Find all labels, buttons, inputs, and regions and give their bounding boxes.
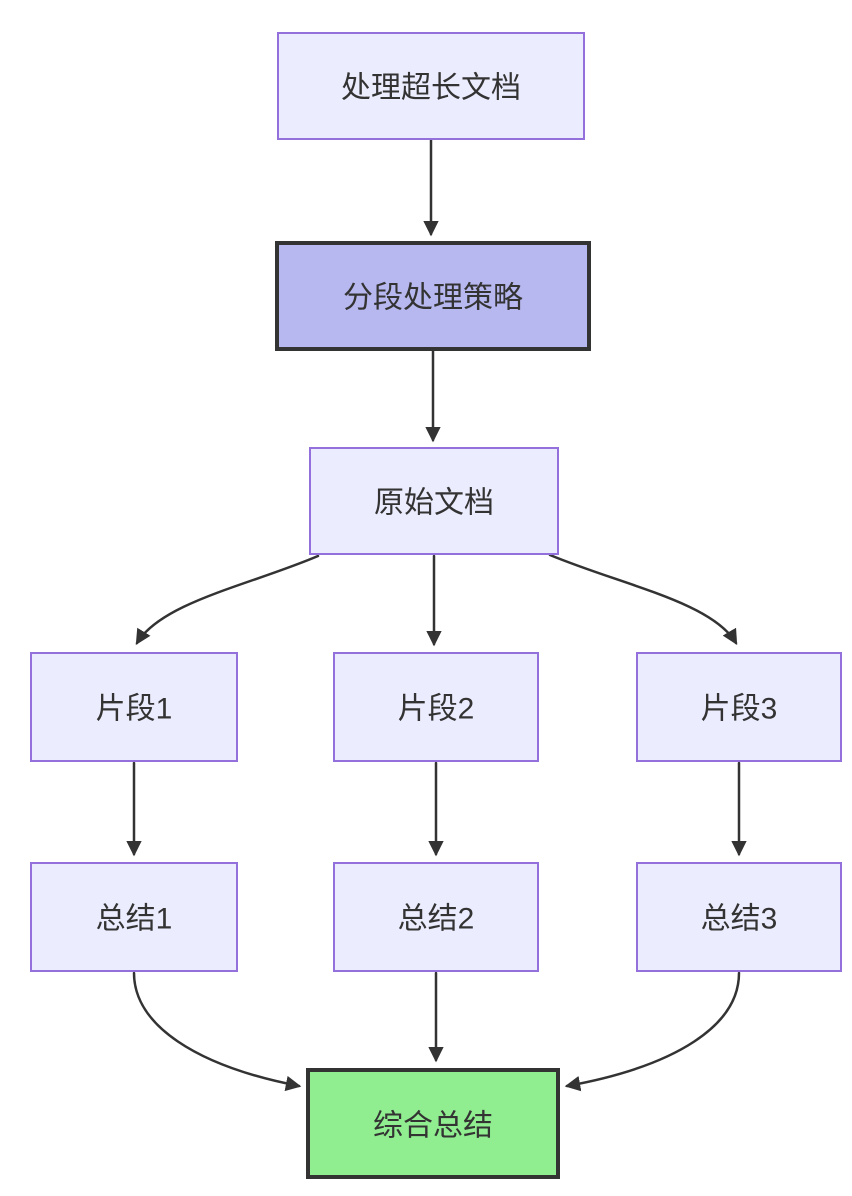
node-frag1-label: 片段1 — [96, 693, 173, 726]
node-final: 综合总结 — [306, 1068, 560, 1179]
node-start: 处理超长文档 — [277, 32, 585, 140]
node-strategy-label: 分段处理策略 — [343, 282, 523, 315]
node-sum3-label: 总结3 — [701, 903, 778, 936]
node-frag1-box — [30, 652, 238, 762]
node-sum2-box — [333, 862, 539, 972]
edge-sum3-final — [564, 971, 741, 1092]
node-strategy-box — [275, 241, 591, 351]
node-final-label: 综合总结 — [373, 1110, 493, 1143]
node-frag3-box — [636, 652, 842, 762]
node-source-label: 原始文档 — [374, 487, 494, 520]
node-frag1: 片段1 — [30, 652, 238, 762]
node-sum3-box — [636, 862, 842, 972]
edge-layer — [126, 138, 747, 1092]
node-frag3: 片段3 — [636, 652, 842, 762]
node-source-box — [309, 447, 559, 555]
node-start-label: 处理超长文档 — [341, 72, 521, 105]
node-source: 原始文档 — [309, 447, 559, 555]
node-sum3: 总结3 — [636, 862, 842, 972]
node-start-box — [277, 32, 585, 140]
node-sum1: 总结1 — [30, 862, 238, 972]
node-final-box — [306, 1068, 560, 1179]
edge-sum1-final — [132, 971, 302, 1092]
node-frag2-box — [333, 652, 539, 762]
node-sum1-label: 总结1 — [96, 903, 173, 936]
node-frag3-label: 片段3 — [701, 693, 778, 726]
node-frag2-label: 片段2 — [398, 693, 475, 726]
node-sum1-box — [30, 862, 238, 972]
edge-source-frag1 — [135, 554, 320, 645]
node-sum2: 总结2 — [333, 862, 539, 972]
edge-source-frag3 — [548, 553, 738, 646]
node-strategy: 分段处理策略 — [275, 241, 591, 351]
node-frag2: 片段2 — [333, 652, 539, 762]
node-sum2-label: 总结2 — [398, 903, 475, 936]
